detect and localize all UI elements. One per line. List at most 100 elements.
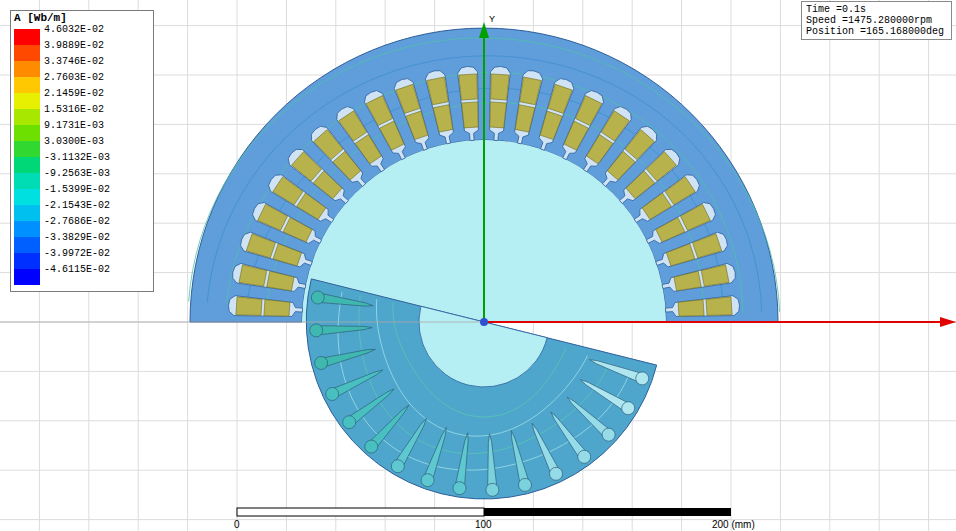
stator-coil <box>656 218 685 243</box>
legend-value: 3.9889E-02 <box>44 40 104 51</box>
legend-swatch <box>14 253 40 269</box>
stator-slot <box>539 79 574 151</box>
stator-coil <box>681 204 711 230</box>
stator-coil <box>462 102 479 128</box>
legend-value: -3.1132E-03 <box>44 152 110 163</box>
stator-coil <box>313 171 342 199</box>
legend-swatch <box>14 269 40 285</box>
stator-coil <box>355 135 381 164</box>
rotor-core <box>306 279 656 499</box>
scale-bar <box>237 508 731 516</box>
legend-value: -4.6115E-02 <box>44 264 110 275</box>
legend-title: A [Wb/m] <box>14 13 67 24</box>
flux-line <box>359 296 610 454</box>
rotor-bar-head <box>365 440 378 453</box>
stator-coil <box>701 265 729 287</box>
legend-swatch <box>14 173 40 189</box>
scale-label: 200 (mm) <box>712 519 755 530</box>
legend-swatch <box>14 93 40 109</box>
stator-coil <box>427 77 449 105</box>
stator-coil <box>548 84 572 113</box>
stator-coil <box>246 234 275 258</box>
rotor-bar-head <box>622 402 635 415</box>
stator-coil <box>587 135 613 164</box>
legend-swatch <box>14 141 40 157</box>
stator-coil <box>693 234 722 258</box>
rotor-bar-head <box>578 450 591 463</box>
stator-slot <box>229 296 303 317</box>
status-text: Position =165.168000deg <box>806 26 947 37</box>
rotor-bar <box>511 431 528 483</box>
stator-coil <box>642 193 671 219</box>
stator-coil <box>273 177 303 205</box>
rotor-bar-head <box>550 467 563 480</box>
stator-coil <box>491 74 510 100</box>
rotor-bar <box>488 434 497 486</box>
stator-coil <box>625 130 654 160</box>
stator-coil <box>236 297 262 316</box>
stator-slot <box>458 67 479 141</box>
stator-coil <box>366 96 392 126</box>
rotor-bar <box>567 397 609 435</box>
stator-coil <box>459 74 478 100</box>
rotor-bar <box>334 370 383 396</box>
rotor-bar-head <box>310 324 323 337</box>
time-info-box: Time =0.1sSpeed =1475.280000rpmPosition … <box>801 1 952 40</box>
x-axis-arrow <box>940 317 956 327</box>
stator-coil <box>666 244 695 266</box>
stator-coil <box>665 177 695 205</box>
rotor-bar <box>371 405 409 447</box>
rotor-bar-head <box>602 428 615 441</box>
stator-coil <box>678 300 704 317</box>
flux-line <box>393 303 566 417</box>
y-axis-arrow <box>479 22 489 38</box>
stator-coil <box>674 271 701 291</box>
scale-label: 100 <box>475 519 492 530</box>
legend-swatch <box>14 237 40 253</box>
stator-coil <box>706 297 732 316</box>
grid-line <box>879 0 880 531</box>
stator-slot <box>515 71 543 144</box>
grid-line <box>928 0 929 531</box>
legend-value: 3.3746E-02 <box>44 56 104 67</box>
legend-swatch <box>14 61 40 77</box>
legend-value: -2.7686E-02 <box>44 216 110 227</box>
rotor-bar <box>580 380 627 411</box>
status-text: Time =0.1s <box>806 4 947 15</box>
stator-coil <box>564 121 589 150</box>
rotor-bar <box>425 428 447 479</box>
legend-swatch <box>14 189 40 205</box>
stator-coil <box>292 152 322 181</box>
rotor-bar <box>324 349 376 366</box>
rotor-bar-head <box>421 474 434 487</box>
stator-coil <box>607 151 635 180</box>
y-axis <box>483 34 485 322</box>
legend-swatch <box>14 221 40 237</box>
stator-coil <box>576 96 602 126</box>
stator-slot <box>241 232 313 267</box>
stator-slot <box>666 296 740 317</box>
legend-value: 2.1459E-02 <box>44 88 104 99</box>
stator-coil <box>314 130 343 160</box>
legend-value: -3.9972E-02 <box>44 248 110 259</box>
x-axis <box>484 321 944 323</box>
stator-coil <box>264 300 290 317</box>
legend-swatch <box>14 109 40 125</box>
stator-slot <box>490 67 511 141</box>
stator-coil <box>540 111 562 140</box>
status-text: Speed =1475.280000rpm <box>806 15 947 26</box>
stator-coil <box>396 84 420 113</box>
rotor-bar <box>456 433 468 485</box>
legend-value: 1.5316E-02 <box>44 104 104 115</box>
stator-coil <box>380 121 405 150</box>
stator-coil <box>258 204 288 230</box>
legend-value: 9.1731E-03 <box>44 120 104 131</box>
stator-coil <box>239 265 267 287</box>
scale-label: 0 <box>234 519 240 530</box>
stator-coil <box>333 151 361 180</box>
stator-coil <box>297 193 326 219</box>
grid-line <box>187 0 188 531</box>
stator-slot <box>233 263 306 291</box>
rotor-bar <box>350 389 394 424</box>
legend-swatch <box>14 45 40 61</box>
